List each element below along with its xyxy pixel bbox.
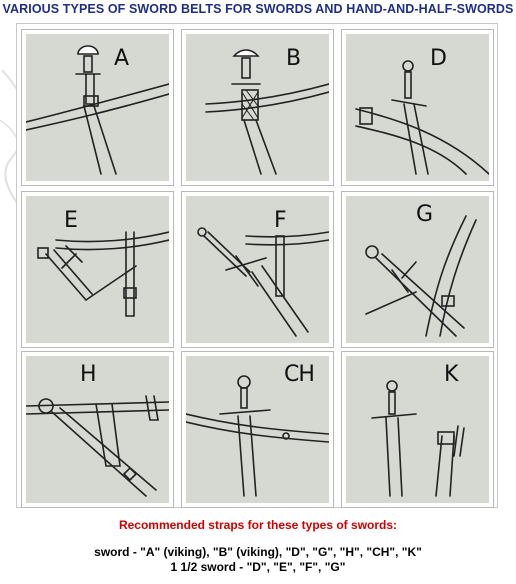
- panel-letter: E: [64, 208, 78, 233]
- sword-belt-f-illustration: [197, 227, 329, 337]
- recommend-heading: Recommended straps for these types of sw…: [118, 518, 398, 532]
- panel-letter: CH: [284, 362, 315, 387]
- sword-belt-k-illustration: [371, 380, 465, 497]
- panel-letter: F: [274, 208, 287, 233]
- panel-letter: H: [80, 362, 97, 387]
- sword-belt-e-illustration: [37, 231, 169, 317]
- panel-a: A: [21, 29, 174, 186]
- sword-belt-d-illustration: [355, 60, 489, 175]
- illustration-grid: A B: [16, 23, 498, 508]
- panel-letter: D: [430, 46, 447, 71]
- panel-e: E: [21, 191, 174, 348]
- panel-letter: G: [416, 202, 433, 227]
- sword-belt-b-illustration: [205, 49, 329, 175]
- sword-belt-h-illustration: [26, 395, 169, 497]
- panel-ch: CH: [181, 351, 334, 508]
- panel-f: F: [181, 191, 334, 348]
- recommend-half-sword: 1 1/2 sword - "D", "E", "F", "G": [170, 560, 346, 574]
- sword-belt-ch-illustration: [186, 375, 329, 497]
- panel-letter: K: [444, 362, 458, 387]
- recommend-sword: sword - "A" (viking), "B" (viking), "D",…: [94, 545, 422, 559]
- panel-d: D: [341, 29, 494, 186]
- page-title: VARIOUS TYPES OF SWORD BELTS FOR SWORDS …: [2, 2, 514, 16]
- panel-letter: A: [114, 46, 129, 71]
- panel-k: K: [341, 351, 494, 508]
- sword-belt-a-illustration: [26, 45, 169, 175]
- sword-belt-g-illustration: [365, 215, 477, 337]
- panel-h: H: [21, 351, 174, 508]
- panel-b: B: [181, 29, 334, 186]
- panel-letter: B: [286, 46, 301, 71]
- panel-g: G: [341, 191, 494, 348]
